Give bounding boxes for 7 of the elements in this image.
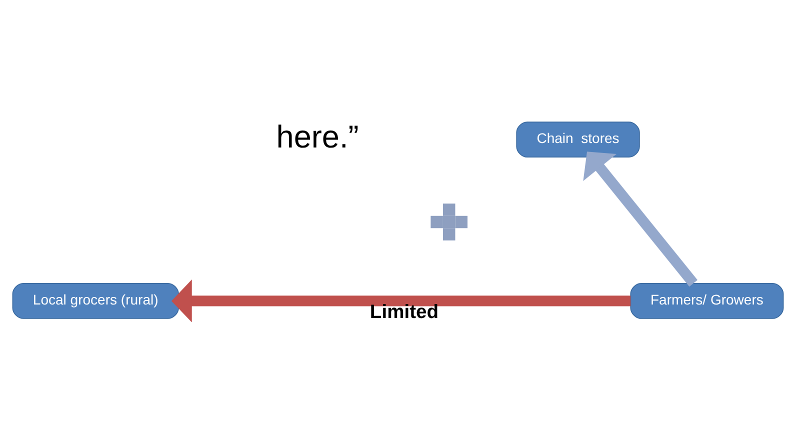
node-box: Farmers/ Growers <box>630 282 784 318</box>
arrow <box>171 279 631 322</box>
node-box: Local grocers (rural) <box>12 282 179 318</box>
node-box: Chain stores <box>516 121 640 158</box>
label: here.” <box>276 118 359 154</box>
arrow <box>583 151 698 286</box>
edge-label: Limited <box>370 302 438 323</box>
